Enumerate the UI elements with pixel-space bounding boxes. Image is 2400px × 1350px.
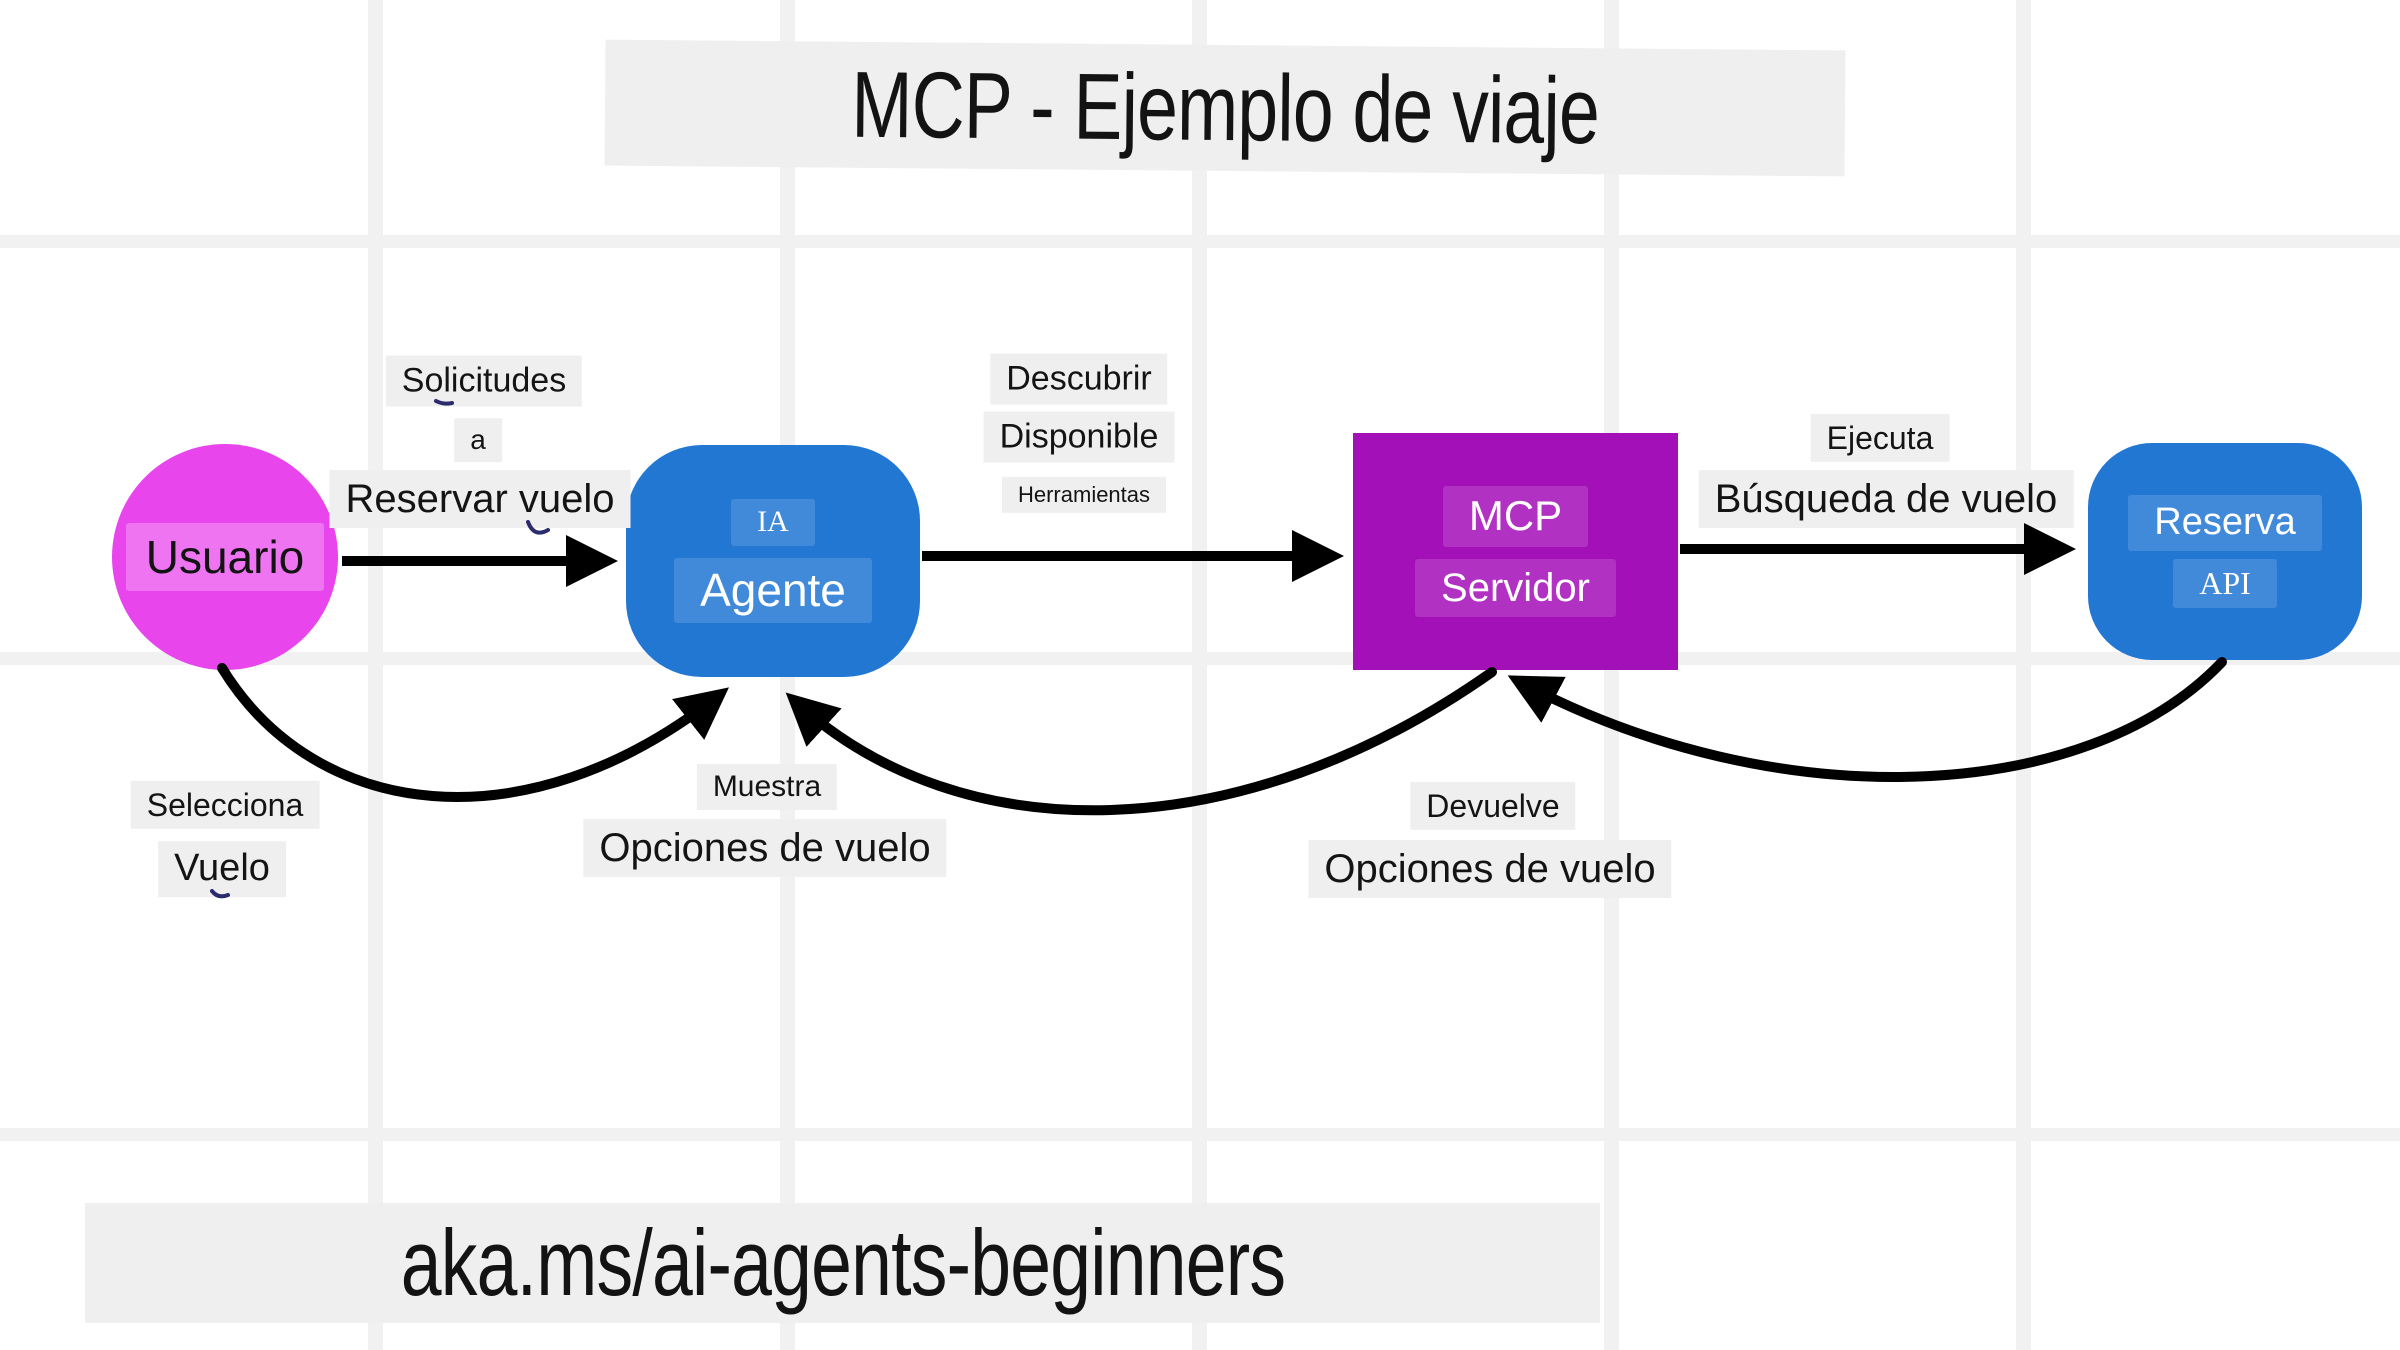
footer-link-text: aka.ms/ai-agents-beginners [400,1210,1285,1315]
diagram-title-banner: MCP - Ejemplo de viaje [604,39,1846,177]
edge-label-vuelo: Vuelo [158,841,286,897]
node-agente-subtitle: IA [731,499,815,546]
grid-line-horizontal [0,1128,2400,1141]
grid-line-vertical [1604,0,1619,1350]
edge-label-selecciona: Selecciona [130,780,320,830]
node-reserva-subtitle: Reserva [2128,495,2322,551]
arrow-reserva-devuelve-to-servidor [1507,657,2227,782]
edge-label-busqueda-de-vuelo: Búsqueda de vuelo [1698,470,2074,528]
edge-label-descubrir: Descubrir [990,353,1168,405]
node-reserva-title: API [2173,558,2277,608]
edge-label-muestra: Muestra [696,764,838,810]
arrow-servidor-muestra-to-agente [785,667,1497,816]
grid-line-vertical [2016,0,2031,1350]
edge-label-disponible: Disponible [983,411,1175,463]
footer-banner: aka.ms/ai-agents-beginners [85,1203,1600,1323]
node-usuario: Usuario [112,444,338,670]
node-agente-title: Agente [674,557,872,623]
grid-line-horizontal [0,235,2400,248]
node-usuario-label: Usuario [125,522,325,592]
edge-label-devuelve: Devuelve [1410,781,1576,831]
edge-label-opciones-de-vuelo-der: Opciones de vuelo [1308,840,1672,898]
node-ia-agente: IA Agente [626,445,920,677]
edge-label-herramientas: Herramientas [1001,476,1167,514]
edge-label-ejecuta: Ejecuta [1810,413,1950,463]
edge-label-reservar-vuelo: Reservar vuelo [329,470,631,528]
edge-label-opciones-de-vuelo-izq: Opciones de vuelo [583,819,947,877]
node-reserva-api: Reserva API [2088,443,2362,660]
node-servidor-title: Servidor [1415,558,1616,617]
arrow-usuario-selecciona-to-agente [217,663,730,802]
edge-label-a: a [454,418,502,462]
node-mcp-servidor: MCP Servidor [1353,433,1678,670]
grid-line-vertical [368,0,383,1350]
diagram-title: MCP - Ejemplo de viaje [850,51,1600,164]
grid-line-vertical [1192,0,1207,1350]
grid-line-horizontal [0,652,2400,665]
edge-label-solicitudes: Solicitudes [385,355,583,407]
node-servidor-subtitle: MCP [1442,486,1589,547]
